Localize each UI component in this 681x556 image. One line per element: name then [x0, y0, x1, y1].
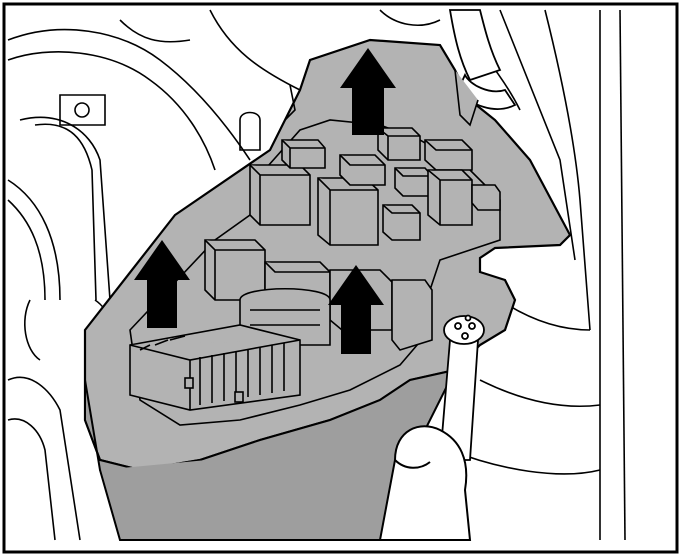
relay-block-icon	[281, 139, 326, 169]
up-arrow-icon	[134, 240, 190, 328]
relay-block-icon	[424, 139, 473, 171]
relay-block-icon	[317, 177, 379, 246]
relay-blocks	[129, 127, 501, 411]
relay-block-icon	[471, 184, 501, 211]
relay-block-icon	[382, 204, 421, 241]
hand-icon	[378, 425, 472, 541]
relay-block-icon	[339, 154, 386, 186]
relay-block-icon	[427, 169, 473, 226]
wire-harness	[439, 314, 485, 461]
relay-block-icon	[377, 127, 421, 161]
hose	[448, 9, 517, 110]
fuse-strip	[129, 324, 301, 411]
up-arrow-icon	[328, 265, 384, 354]
relay-block-icon	[394, 167, 433, 197]
up-arrow-icon	[340, 48, 396, 135]
relay-block-icon	[249, 164, 311, 226]
